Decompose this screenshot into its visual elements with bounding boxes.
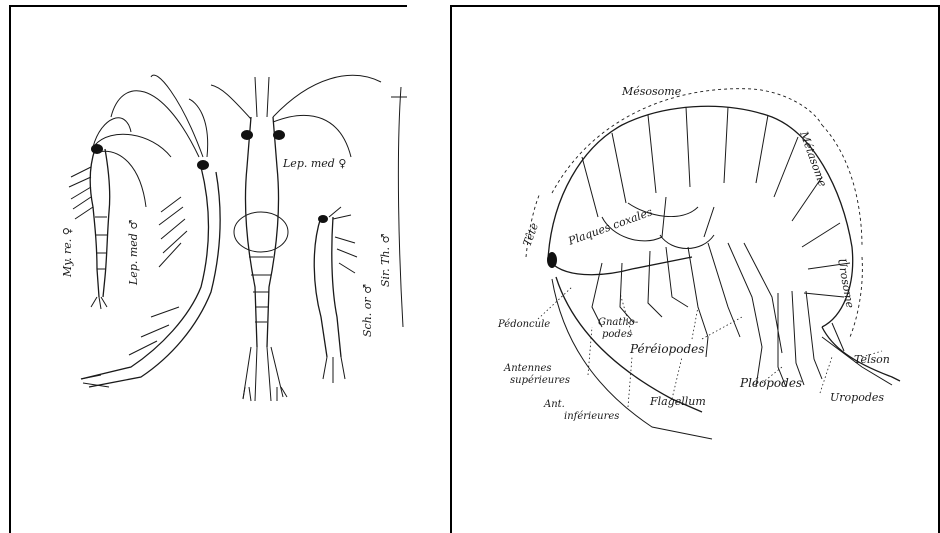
sch-eye	[318, 215, 328, 223]
label-pedoncule: Pédoncule	[497, 319, 550, 330]
mysid-species-plate: My. re. ♀ Lep. med ♂ Lep. med ♀ Sch. or …	[9, 5, 407, 533]
label-pereiopodes: Péréiopodes	[629, 342, 704, 356]
amphipod-anatomy-plate: Mésosome Métasome Urosome Tête Plaques c…	[450, 5, 940, 533]
amphipod-eye	[547, 252, 557, 268]
label-tete: Tête	[521, 221, 542, 248]
metasome-arc	[822, 125, 862, 247]
label-antennes-inf-1: Ant.	[543, 399, 565, 410]
lep-female-eye-l	[241, 130, 253, 140]
label-mesosome: Mésosome	[621, 85, 682, 98]
label-sch: Sch. or ♂	[361, 284, 374, 337]
label-pleopodes: Pléopodes	[739, 376, 802, 390]
label-plaques-coxales: Plaques coxales	[566, 205, 655, 248]
lep-male-eye	[197, 160, 209, 170]
label-uropodes: Uropodes	[830, 391, 884, 404]
lep-female-eye-r	[273, 130, 285, 140]
label-gnathopodes-1: Gnatho-	[598, 317, 639, 328]
label-telson: Telson	[854, 353, 890, 366]
label-lep-med-male: Lep. med ♂	[127, 220, 140, 286]
mysis-drawing	[69, 118, 171, 309]
mysis-eye	[91, 144, 103, 154]
lep-med-female-drawing	[211, 75, 381, 401]
label-lep-med-female: Lep. med ♀	[282, 157, 346, 170]
label-metasome: Métasome	[797, 129, 830, 189]
label-antennes-inf-2: inférieures	[564, 411, 619, 422]
mysid-illustrations: My. re. ♀ Lep. med ♂ Lep. med ♀ Sch. or …	[11, 7, 407, 533]
label-antennes-sup-2: supérieures	[510, 375, 570, 386]
label-sir: Sir. Th. ♂	[379, 234, 392, 287]
leader-lines	[538, 287, 882, 407]
label-flagellum: Flagellum	[649, 395, 706, 408]
label-gnathopodes-2: podes	[602, 329, 632, 340]
sch-drawing	[314, 207, 357, 383]
label-urosome: Urosome	[835, 257, 857, 309]
sir-partial-drawing	[391, 87, 407, 327]
amphipod-diagram: Mésosome Métasome Urosome Tête Plaques c…	[452, 7, 940, 533]
label-antennes-sup-1: Antennes	[503, 363, 552, 374]
lep-med-male-drawing	[81, 75, 220, 387]
label-mysis: My. re. ♀	[61, 227, 74, 278]
